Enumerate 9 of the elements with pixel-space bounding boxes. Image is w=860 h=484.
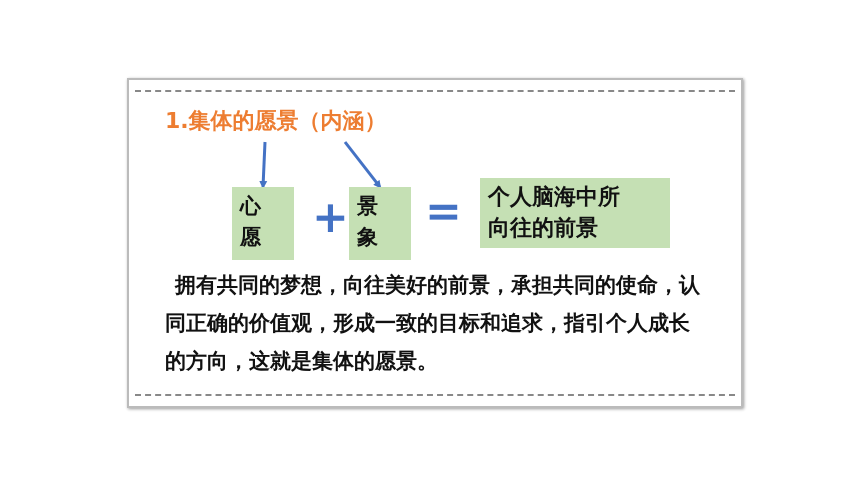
equals-sign: =	[425, 190, 462, 234]
arrow	[344, 141, 382, 189]
result-box: 个人脑海中所向往的前景	[480, 178, 670, 248]
plus-sign: +	[312, 196, 349, 240]
arrow	[259, 142, 268, 189]
term-box: 景象	[349, 187, 411, 260]
heading-text: 1.集体的愿景（内涵）	[165, 106, 455, 142]
body-paragraph: 拥有共同的梦想，向往美好的前景，承担共同的使命，认同正确的价值观，形成一致的目标和追求，指引个人成长的方向，这就是集体的愿景。	[165, 272, 702, 375]
term-box: 心愿	[232, 187, 294, 260]
